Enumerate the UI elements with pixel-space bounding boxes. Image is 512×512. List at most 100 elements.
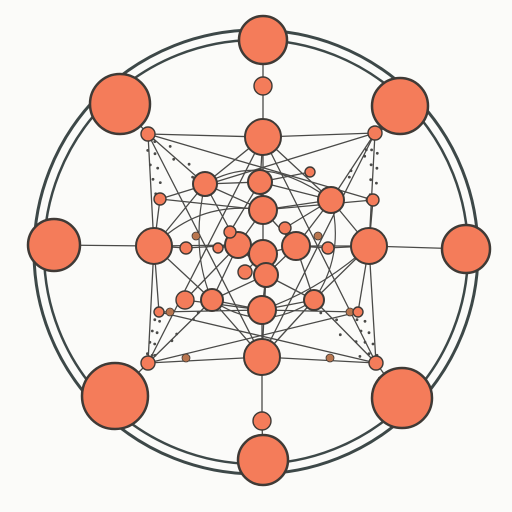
node-botR bbox=[370, 366, 434, 430]
dot-7-7 bbox=[158, 319, 162, 323]
node-a7 bbox=[281, 231, 311, 261]
node-left bbox=[26, 217, 82, 273]
node-c6 bbox=[352, 306, 364, 318]
dot-7-4 bbox=[148, 340, 152, 344]
edge-c10-mR bbox=[368, 245, 377, 364]
nodes bbox=[26, 14, 492, 487]
dot-4-6 bbox=[338, 333, 342, 337]
edge-c10-c5 bbox=[158, 311, 377, 364]
node-b1 bbox=[175, 290, 195, 310]
dot-7-6 bbox=[150, 329, 154, 333]
dot-5-7 bbox=[158, 181, 162, 185]
dot-1-4 bbox=[153, 140, 157, 144]
dot-5-4 bbox=[148, 163, 152, 167]
dot-2-6 bbox=[349, 169, 353, 173]
node-mB bbox=[243, 338, 281, 376]
node-c4 bbox=[366, 193, 380, 207]
dot-7-1 bbox=[150, 353, 154, 357]
node-sBot bbox=[252, 411, 272, 431]
node-right bbox=[440, 223, 492, 275]
node-a9 bbox=[200, 288, 224, 312]
node-mR bbox=[350, 227, 388, 265]
node-b4 bbox=[278, 221, 292, 235]
edge-c9-mL bbox=[147, 245, 155, 364]
dot-6-4 bbox=[369, 163, 373, 167]
edge-c9-mB bbox=[147, 356, 263, 364]
node-top bbox=[237, 14, 289, 66]
node-sTop bbox=[253, 76, 273, 96]
dot-6-7 bbox=[375, 181, 378, 185]
node-a1 bbox=[192, 171, 218, 197]
dot-7-2 bbox=[146, 352, 149, 356]
node-b2 bbox=[237, 264, 253, 280]
dot-1-7 bbox=[187, 162, 191, 166]
node-b3 bbox=[223, 225, 237, 239]
node-c10 bbox=[368, 355, 384, 371]
accent-dot-2 bbox=[325, 353, 335, 363]
node-a8 bbox=[253, 262, 279, 288]
node-a3 bbox=[317, 186, 345, 214]
dot-3-7 bbox=[192, 317, 195, 321]
edge-c7-mT bbox=[147, 133, 264, 138]
dot-1-5 bbox=[168, 145, 172, 148]
dot-8-6 bbox=[359, 329, 363, 333]
accent-dot-1 bbox=[181, 353, 191, 363]
dot-8-3 bbox=[371, 342, 375, 346]
node-mT bbox=[244, 118, 282, 156]
node-a11 bbox=[303, 289, 325, 311]
dot-4-4 bbox=[358, 355, 362, 358]
edge-c9-c6 bbox=[147, 311, 359, 364]
node-c8 bbox=[367, 125, 383, 141]
dot-4-5 bbox=[354, 340, 358, 343]
dot-6-2 bbox=[370, 148, 373, 152]
edge-c9-a9 bbox=[147, 299, 213, 364]
dot-8-7 bbox=[363, 319, 367, 323]
dot-3-5 bbox=[170, 339, 174, 343]
accent-dot-9 bbox=[165, 307, 175, 317]
dot-2-7 bbox=[347, 175, 351, 179]
dot-2-5 bbox=[363, 154, 367, 158]
dot-5-3 bbox=[153, 152, 157, 156]
dot-3-4 bbox=[153, 353, 157, 357]
node-a2 bbox=[247, 169, 273, 195]
node-c7 bbox=[140, 126, 156, 142]
node-a10 bbox=[247, 295, 277, 325]
dot-6-6 bbox=[369, 178, 373, 182]
node-c3 bbox=[321, 241, 335, 255]
node-c11 bbox=[212, 242, 224, 254]
dot-7-5 bbox=[155, 331, 159, 335]
dot-5-6 bbox=[151, 177, 155, 181]
node-c5 bbox=[153, 306, 165, 318]
node-topL bbox=[88, 72, 152, 136]
node-botL bbox=[80, 361, 150, 431]
dot-6-5 bbox=[375, 166, 379, 170]
dot-2-4 bbox=[364, 148, 368, 152]
node-bot bbox=[236, 433, 290, 487]
accent-dot-8 bbox=[313, 231, 323, 241]
dot-8-5 bbox=[367, 331, 371, 335]
dot-3-8 bbox=[196, 311, 200, 315]
node-c1 bbox=[153, 192, 167, 206]
dot-7-3 bbox=[153, 342, 157, 346]
node-c12 bbox=[304, 166, 316, 178]
node-topR bbox=[370, 76, 430, 136]
dot-5-2 bbox=[146, 149, 150, 152]
edge-c8-mB bbox=[261, 132, 376, 358]
node-a4 bbox=[248, 195, 278, 225]
edge-c6-a10 bbox=[261, 309, 359, 313]
node-mL bbox=[135, 227, 173, 265]
dot-1-8 bbox=[191, 175, 195, 179]
dot-7-8 bbox=[153, 318, 157, 322]
edge-c10-mB bbox=[261, 356, 377, 364]
dot-8-8 bbox=[355, 318, 359, 322]
dot-8-2 bbox=[367, 352, 371, 356]
dot-8-4 bbox=[363, 340, 367, 344]
dot-3-6 bbox=[175, 332, 179, 336]
node-c2 bbox=[179, 241, 193, 255]
accent-dot-7 bbox=[191, 231, 201, 241]
dot-6-3 bbox=[375, 151, 379, 155]
edge-c10-a11 bbox=[313, 299, 377, 364]
dot-5-5 bbox=[156, 166, 160, 170]
